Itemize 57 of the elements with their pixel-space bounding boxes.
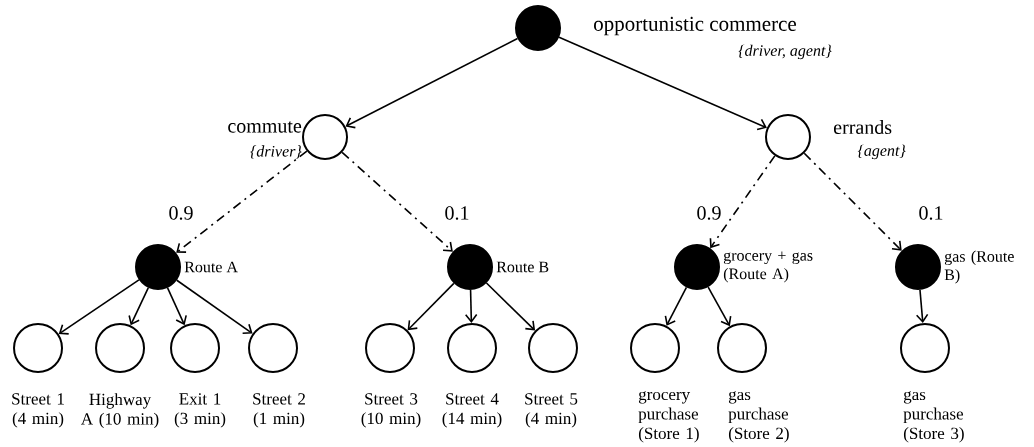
tree-node: Street 1 (4 min) [12, 323, 64, 428]
node-label: gas (Route B) [944, 250, 1014, 284]
arrow [176, 150, 308, 253]
arrow [345, 37, 519, 129]
node-label: Street 2 (1 min) [253, 393, 305, 428]
tree-node: Exit 1 (3 min) [170, 323, 226, 428]
arrow [128, 287, 150, 326]
arrow [485, 282, 536, 331]
node-label: Street 5 (4 min) [525, 393, 578, 428]
arrow [707, 286, 732, 327]
node-label: {driver} [250, 145, 302, 159]
edge-label: 0.9 [167, 205, 195, 221]
arrow [341, 151, 453, 252]
node-label: commute [228, 121, 302, 133]
arrow [407, 282, 455, 331]
tree-node: gas purchase (Store 3) [900, 323, 964, 443]
arrow [709, 155, 776, 249]
edge-label: 0.1 [917, 205, 945, 221]
node-label: gas purchase (Store 3) [903, 391, 964, 443]
node-label: Highway A (10 min) [81, 393, 159, 429]
node-label: {agent} [857, 144, 906, 160]
node-label: Street 4 (14 min) [442, 393, 502, 428]
node-label: Street 1 (4 min) [12, 393, 64, 428]
tree-node: Street 5 (4 min) [525, 323, 578, 428]
arrow [803, 152, 902, 251]
node-label: Exit 1 (3 min) [174, 393, 226, 428]
tree-node: gas (Route B) [895, 244, 1014, 290]
tree-node: grocery purchase (Store 1) [630, 323, 699, 443]
tree-node: Route B [447, 244, 549, 290]
tree-node: grocery + gas (Route A) [674, 244, 813, 290]
edge-label: 0.9 [695, 205, 723, 221]
arrow [58, 279, 140, 335]
node-label: Street 3 (10 min) [361, 393, 421, 428]
tree-node: opportunistic commerce {driver, agent} [515, 5, 832, 60]
tree-node: Street 2 (1 min) [248, 323, 305, 428]
node-label: Route A [184, 261, 238, 273]
arrow [915, 289, 929, 324]
tree-node: Route A [135, 244, 238, 290]
node-label: opportunistic commerce [594, 16, 797, 36]
tree-node: Street 4 (14 min) [442, 323, 502, 428]
node-label: grocery purchase (Store 1) [638, 391, 699, 443]
node-label: gas purchase (Store 2) [728, 391, 789, 443]
tree-node: errands {agent} [765, 114, 906, 160]
tree-node: gas purchase (Store 2) [717, 323, 789, 443]
node-label: Route B [496, 261, 549, 273]
arrow [558, 36, 767, 131]
tree-node: Street 3 (10 min) [361, 323, 421, 428]
arrow [176, 279, 253, 335]
arrow [664, 286, 688, 326]
arrow [464, 289, 478, 323]
tree-node: Highway A (10 min) [81, 323, 159, 429]
tree-node: commute {driver} [228, 114, 348, 160]
node-label: {driver, agent} [738, 44, 832, 60]
edge-label: 0.1 [443, 205, 471, 221]
node-label: errands [833, 119, 892, 135]
arrow [166, 287, 187, 326]
node-label: grocery + gas (Route A) [723, 251, 813, 283]
